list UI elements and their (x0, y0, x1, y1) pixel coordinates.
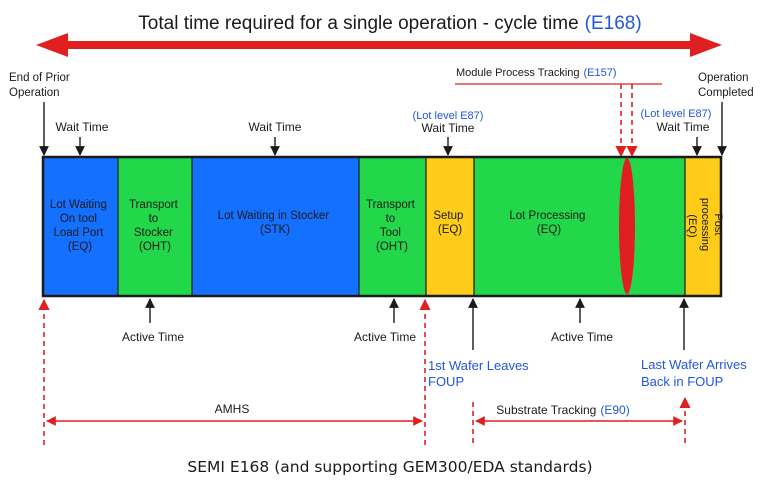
segment-label-lot-waiting-stocker: Lot Waiting in Stocker (STK) (218, 210, 333, 236)
first-wafer-label-1: 1st Wafer Leaves (428, 358, 529, 373)
first-wafer-label-2: FOUP (428, 374, 464, 389)
segment-label-lot-processing: Lot Processing (EQ) (509, 210, 588, 236)
segment-label-transport-tool: Transport to Tool (OHT) (366, 199, 418, 253)
segment-transport-tool (359, 157, 426, 296)
lot-level-label-2: (Lot level E87) (641, 108, 712, 120)
segment-label-transport-stocker: Transport to Stocker (OHT) (129, 199, 181, 253)
last-wafer-label-2: Back in FOUP (641, 374, 723, 389)
segment-label-setup: Setup (EQ) (433, 210, 466, 236)
wait-time-label-3: Wait Time (422, 121, 475, 135)
substrate-tracking-label: Substrate Tracking(E90) (496, 403, 629, 417)
end-prior-label-1: End of Prior (9, 72, 70, 84)
footer-caption: SEMI E168 (and supporting GEM300/EDA sta… (187, 458, 592, 476)
wait-time-label-2: Wait Time (249, 120, 302, 134)
timeline-border (41, 155, 723, 298)
segment-label-post-processing: Post processing (EQ) (686, 198, 724, 254)
end-prior-label-2: Operation (9, 87, 60, 99)
active-time-label-3: Active Time (551, 330, 613, 344)
last-wafer-label-1: Last Wafer Arrives (641, 357, 747, 372)
module-process-ellipse (619, 158, 635, 294)
op-completed-label-1: Operation (698, 72, 749, 84)
lot-level-label-1: (Lot level E87) (413, 110, 484, 122)
active-time-label-1: Active Time (122, 330, 184, 344)
wait-time-label-1: Wait Time (56, 120, 109, 134)
segment-post-processing (685, 157, 721, 296)
title-ref: (E168) (585, 13, 642, 34)
wait-time-label-4: Wait Time (657, 120, 710, 134)
segment-lot-processing (474, 157, 685, 296)
segment-lot-waiting-tool (43, 157, 118, 296)
segment-label-lot-waiting-tool: Lot Waiting On tool Load Port (EQ) (50, 199, 110, 253)
segment-lot-waiting-stocker (192, 157, 359, 296)
op-completed-label-2: Completed (698, 87, 754, 99)
active-time-label-2: Active Time (354, 330, 416, 344)
amhs-label: AMHS (215, 402, 250, 416)
module-tracking-label: Module Process Tracking(E157) (456, 67, 617, 79)
cycle-time-arrow (36, 33, 722, 57)
diagram-title: Total time required for a single operati… (138, 13, 641, 34)
segment-setup (426, 157, 474, 296)
timeline-bar (41, 155, 723, 298)
segment-transport-stocker (118, 157, 192, 296)
title-main: Total time required for a single operati… (138, 13, 578, 34)
